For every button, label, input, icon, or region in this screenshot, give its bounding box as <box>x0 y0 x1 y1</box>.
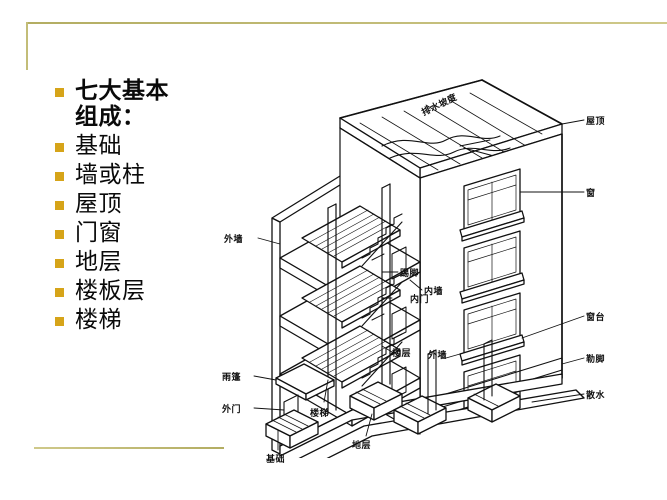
list-item: 地层 <box>55 248 255 275</box>
list-item-title: 七大基本 组成： <box>55 78 255 130</box>
foundation-footing <box>349 381 403 421</box>
structural-column <box>427 339 493 415</box>
label-foundation: 基础 <box>266 454 286 464</box>
bullet-square-icon <box>55 201 64 210</box>
building-cutaway-drawing <box>253 79 585 458</box>
roof-slab <box>339 79 563 179</box>
list-item-label: 屋顶 <box>75 191 122 216</box>
list-item: 门窗 <box>55 219 255 246</box>
bottom-gold-rule <box>34 447 224 449</box>
label-exterior-wall-upper: 外墙 <box>224 234 244 244</box>
label-canopy: 雨篷 <box>222 372 242 382</box>
label-interior-wall: 内墙 <box>424 286 444 296</box>
list-item: 楼梯 <box>55 306 255 333</box>
building-diagram: 排水坡度 屋顶 窗 窗台 勒脚 散水 外墙 雨篷 外门 楼梯 基础 地层 踢脚 … <box>222 58 667 464</box>
list-item-label: 墙或柱 <box>75 162 146 187</box>
list-item: 基础 <box>55 132 255 159</box>
label-exterior-wall-lower: 外墙 <box>428 350 448 360</box>
label-interior-door: 内门 <box>410 294 430 304</box>
bullet-list: 七大基本 组成： 基础 墙或柱 屋顶 门窗 地层 楼板层 楼梯 <box>55 78 255 335</box>
bullet-square-icon <box>55 317 64 326</box>
list-item-label: 楼板层 <box>75 278 146 303</box>
foundation-footing <box>467 383 521 423</box>
label-plinth: 勒脚 <box>586 354 606 364</box>
list-item: 屋顶 <box>55 190 255 217</box>
foundation-footing <box>265 409 319 449</box>
ground-and-foundation <box>265 339 585 458</box>
bullet-square-icon <box>55 88 64 97</box>
bullet-square-icon <box>55 288 64 297</box>
bullet-square-icon <box>55 172 64 181</box>
list-item: 墙或柱 <box>55 161 255 188</box>
list-item-label: 门窗 <box>75 220 122 245</box>
bullet-square-icon <box>55 230 64 239</box>
stair-flight <box>301 325 401 389</box>
skirting <box>371 253 385 321</box>
list-item-label: 基础 <box>75 133 122 158</box>
foundation-footing <box>393 395 447 435</box>
list-item-label: 地层 <box>75 249 122 274</box>
label-ground-floor: 地层 <box>352 440 372 450</box>
label-skirting: 踢脚 <box>400 268 420 278</box>
label-floor-level: 楼层 <box>392 348 412 358</box>
left-gold-rule <box>26 22 28 70</box>
facade-window <box>459 168 525 242</box>
bullet-square-icon <box>55 259 64 268</box>
top-gold-rule <box>26 22 667 24</box>
list-item: 楼板层 <box>55 277 255 304</box>
label-apron: 散水 <box>586 390 606 400</box>
label-stairs: 楼梯 <box>310 408 330 418</box>
page-title: 七大基本 组成： <box>75 78 169 129</box>
leader-lines <box>253 119 585 451</box>
facade-window <box>459 230 525 304</box>
bullet-square-icon <box>55 143 64 152</box>
label-roof: 屋顶 <box>586 116 606 126</box>
label-window-sill: 窗台 <box>586 312 606 322</box>
list-item-label: 楼梯 <box>75 307 122 332</box>
label-exterior-door: 外门 <box>222 404 242 414</box>
label-window: 窗 <box>586 188 596 198</box>
